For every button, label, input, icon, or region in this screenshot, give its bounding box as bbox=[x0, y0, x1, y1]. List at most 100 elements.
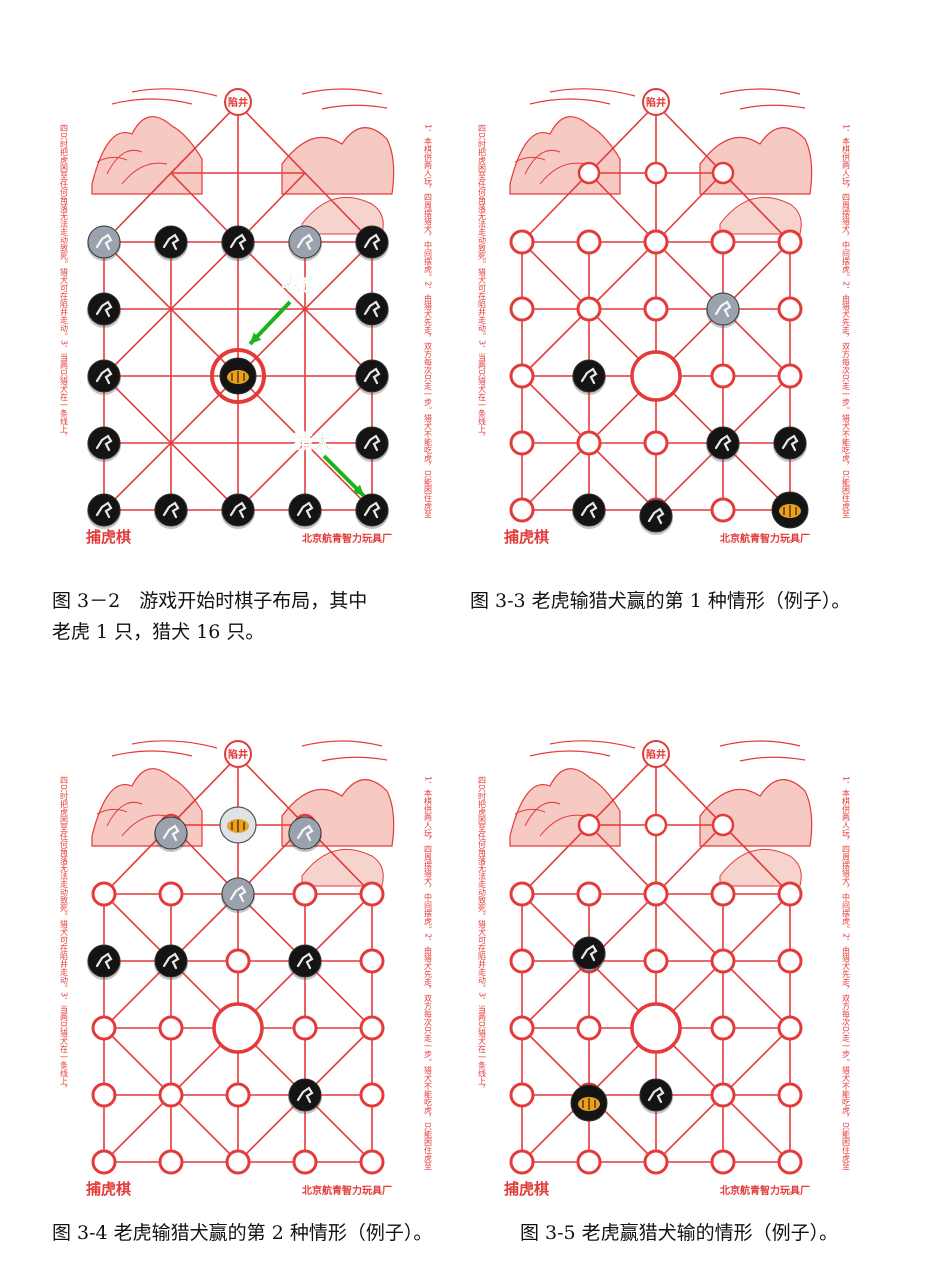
pieces bbox=[572, 292, 809, 535]
trap-label: 陷井 bbox=[646, 96, 666, 109]
caption-line: 图 3-5 老虎赢猎犬输的情形（例子）。 bbox=[520, 1222, 839, 1244]
board-svg: 四只时把虎困至任何角落无法走动致死。猎犬可在陷井走动。3．当两只猎犬在一条线上，… bbox=[60, 88, 433, 546]
hound-icon bbox=[296, 501, 314, 519]
dog-piece bbox=[221, 225, 255, 261]
hound-icon bbox=[781, 434, 799, 452]
game-title: 捕虎棋 bbox=[504, 1180, 549, 1198]
caption-3-5: 图 3-5 老虎赢猎犬输的情形（例子）。 bbox=[520, 1218, 838, 1249]
piece-body bbox=[87, 359, 121, 393]
dog-piece bbox=[154, 493, 188, 529]
dog-piece bbox=[639, 1078, 673, 1114]
cloud-lines bbox=[529, 740, 636, 757]
game-title: 捕虎棋 bbox=[86, 528, 131, 546]
board-node bbox=[509, 296, 535, 322]
hound-icon bbox=[363, 233, 381, 251]
piece-body bbox=[639, 499, 673, 533]
hound-icon bbox=[580, 501, 598, 519]
board-node bbox=[158, 1015, 184, 1041]
piece-body bbox=[288, 944, 322, 978]
trap-line bbox=[655, 824, 724, 895]
cloud-lines bbox=[529, 88, 636, 105]
board-node bbox=[359, 1082, 385, 1108]
board-figure-3-4: 四只时把虎困至任何角落无法走动致死。猎犬可在陷井走动。3．当两只猎犬在一条线上，… bbox=[52, 716, 442, 1204]
hound-icon bbox=[714, 434, 732, 452]
board-node bbox=[710, 881, 736, 907]
board-node bbox=[710, 1149, 736, 1175]
board-node bbox=[225, 1149, 251, 1175]
board-node bbox=[359, 1149, 385, 1175]
center-node bbox=[212, 1002, 264, 1054]
pieces bbox=[570, 936, 673, 1122]
hound-icon bbox=[95, 300, 113, 318]
trap-line bbox=[655, 172, 724, 243]
dog-piece bbox=[87, 493, 121, 529]
center-node bbox=[630, 350, 682, 402]
hound-icon bbox=[95, 233, 113, 251]
hound-icon bbox=[296, 952, 314, 970]
dog-piece bbox=[288, 1078, 322, 1114]
dog-piece bbox=[87, 292, 121, 328]
board-node bbox=[777, 1082, 803, 1108]
board-figure-3-2: 四只时把虎困至任何角落无法走动致死。猎犬可在陷井走动。3．当两只猎犬在一条线上，… bbox=[52, 64, 442, 552]
caption-line: 图 3-3 老虎输猎犬赢的第 1 种情形（例子）。 bbox=[470, 590, 851, 612]
arrow-head bbox=[352, 484, 364, 496]
board-node bbox=[777, 1149, 803, 1175]
board-node bbox=[643, 1149, 669, 1175]
arrow-head bbox=[250, 332, 262, 344]
board-node bbox=[158, 1149, 184, 1175]
hound-icon bbox=[647, 1086, 665, 1104]
hound-icon bbox=[647, 507, 665, 525]
trap-label: 陷井 bbox=[228, 96, 248, 109]
center-node bbox=[630, 1002, 682, 1054]
hound-icon bbox=[229, 885, 247, 903]
piece-body bbox=[154, 944, 188, 978]
board-node bbox=[710, 1082, 736, 1108]
hound-icon bbox=[95, 367, 113, 385]
trap-line bbox=[588, 172, 657, 243]
trap-area bbox=[103, 103, 373, 243]
caption-line: 图 3－2 游戏开始时棋子布局，其中 bbox=[52, 590, 368, 612]
dog-piece bbox=[87, 359, 121, 395]
board-node bbox=[710, 1015, 736, 1041]
board-node bbox=[292, 881, 318, 907]
dog-piece bbox=[221, 877, 255, 913]
dog-piece bbox=[288, 493, 322, 529]
trap-circle bbox=[642, 740, 670, 768]
game-title: 捕虎棋 bbox=[86, 1180, 131, 1198]
hound-icon bbox=[714, 300, 732, 318]
trap-circle bbox=[224, 740, 252, 768]
tiger-stripes bbox=[582, 1098, 596, 1110]
piece-body bbox=[87, 493, 121, 527]
board-svg: 四只时把虎困至任何角落无法走动致死。猎犬可在陷井走动。3．当两只猎犬在一条线上，… bbox=[60, 740, 433, 1198]
dog-piece bbox=[154, 944, 188, 980]
board-node bbox=[509, 948, 535, 974]
hound-icon bbox=[363, 501, 381, 519]
board-node bbox=[643, 430, 669, 456]
hound-icon bbox=[296, 824, 314, 842]
dog-piece bbox=[572, 359, 606, 395]
tiger-stripes bbox=[231, 371, 245, 383]
trap-node bbox=[711, 813, 735, 837]
piece-body bbox=[355, 493, 389, 527]
board-node bbox=[710, 363, 736, 389]
hound-icon bbox=[95, 434, 113, 452]
hound-icon bbox=[296, 233, 314, 251]
dog-piece bbox=[87, 944, 121, 980]
board-node bbox=[509, 1149, 535, 1175]
board-figure-3-3: 四只时把虎困至任何角落无法走动致死。猎犬可在陷井走动。3．当两只猎犬在一条线上，… bbox=[470, 64, 860, 552]
board-node bbox=[777, 296, 803, 322]
piece-body bbox=[355, 225, 389, 259]
board-node bbox=[158, 881, 184, 907]
trap-label: 陷井 bbox=[646, 748, 666, 761]
tiger-piece bbox=[570, 1084, 608, 1122]
dog-piece bbox=[572, 493, 606, 529]
board-node bbox=[777, 1015, 803, 1041]
mountain-strokes bbox=[96, 801, 168, 837]
piece-body bbox=[355, 426, 389, 460]
piece-body bbox=[154, 493, 188, 527]
trap-node bbox=[711, 161, 735, 185]
caption-3-2: 图 3－2 游戏开始时棋子布局，其中 老虎 1 只，猎犬 16 只。 bbox=[52, 586, 367, 648]
trap-node bbox=[644, 813, 668, 837]
board-node bbox=[225, 1082, 251, 1108]
board-node bbox=[710, 497, 736, 523]
